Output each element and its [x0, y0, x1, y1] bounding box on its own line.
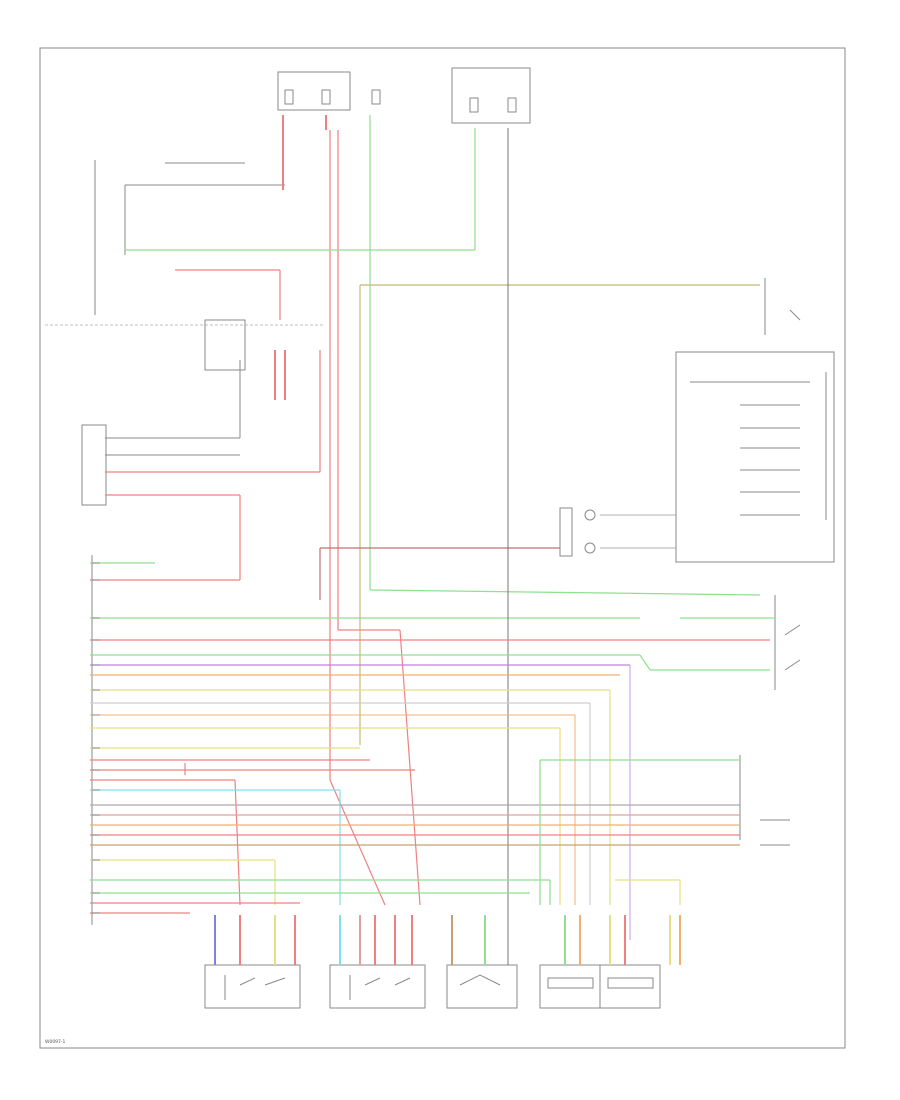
relay-box: [204, 319, 246, 371]
solenoid-box-3: [446, 964, 518, 1009]
solenoid-box-1: [204, 964, 301, 1009]
left-connector: [81, 360, 241, 506]
overdrive-switch: [774, 595, 801, 690]
fuse-block-right: [451, 67, 531, 124]
transmission-range-switch: [764, 278, 801, 335]
selector-switch-box: [675, 351, 835, 563]
diagram-border: [39, 47, 846, 1049]
fuse-block-left: [277, 71, 381, 111]
solenoid-box-2: [329, 964, 426, 1009]
selector-switch-contacts: [690, 372, 827, 520]
ecm-pin-ticks: [92, 562, 100, 914]
page-label: W0097-1: [45, 1039, 66, 1045]
solenoid-symbols: [224, 974, 654, 1000]
throttle-position-sensor: [739, 755, 790, 846]
center-connector: [559, 507, 596, 557]
wire-runs: [90, 115, 775, 965]
